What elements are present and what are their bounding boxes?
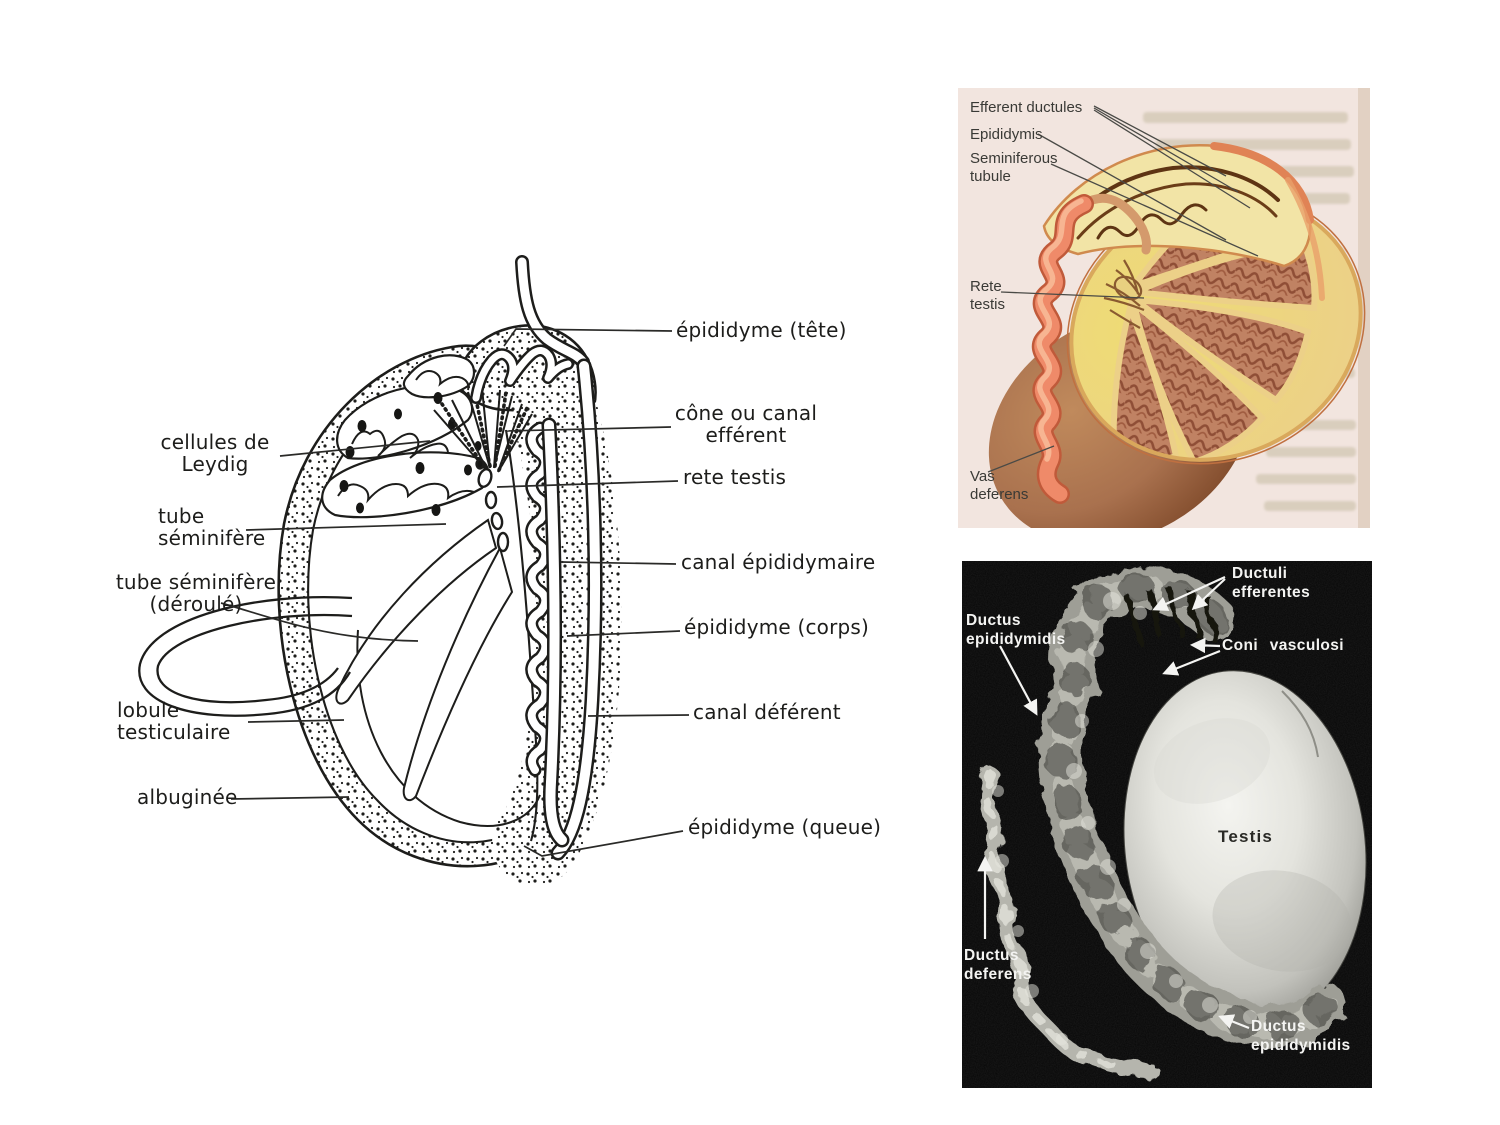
- french-testis-diagram: [138, 255, 690, 886]
- label-lobule-testiculaire: lobule testiculaire: [117, 698, 231, 744]
- epididymis-inner-edge: [504, 429, 539, 842]
- testis-epididymis-photo: [962, 561, 1372, 1088]
- vas-deferens-duct: [515, 255, 603, 861]
- coni-vasculosi-stripes: [1125, 586, 1219, 646]
- label-cone-canal-efferent: cône ou canal efférent: [674, 401, 818, 447]
- photo-testis: [1123, 670, 1367, 1022]
- label-ductus-deferens: Ductus deferens: [964, 947, 1032, 983]
- lobule-outline: [356, 629, 541, 827]
- photo-epididymis-cord: [1038, 565, 1347, 1049]
- label-canal-deferent: canal déférent: [693, 700, 841, 724]
- label-epididymis: Epididymis: [970, 126, 1043, 143]
- testis-colour-illustration: [958, 88, 1370, 528]
- label-coni-vasculosi: Coni vasculosi: [1222, 637, 1344, 654]
- epididymal-canal: [525, 421, 552, 777]
- label-tube-seminifere-deroule: tube séminifère (déroulé): [115, 570, 277, 616]
- uncoiled-tubule-strands: [335, 518, 514, 802]
- leader-lines: [220, 328, 690, 857]
- label-epididyme-corps: épididyme (corps): [684, 615, 870, 639]
- label-seminiferous-tubule: Seminiferous tubule: [970, 150, 1058, 185]
- label-cellules-leydig: cellules de Leydig: [160, 430, 270, 476]
- label-rete-testis-fr: rete testis: [683, 465, 787, 489]
- label-epididyme-tete: épididyme (tête): [676, 318, 847, 342]
- coiled-tubules: [337, 370, 475, 504]
- rete-testis-mesh: [1103, 259, 1145, 329]
- leydig-cells: [339, 392, 482, 516]
- label-rete-testis-en: Rete testis: [970, 278, 1006, 313]
- vas-deferens-coil: [1031, 193, 1151, 504]
- label-efferent-ductules: Efferent ductules: [970, 99, 1083, 116]
- label-ductuli-efferentes: Ductuli efferentes: [1232, 565, 1311, 601]
- photo-arrows: [977, 575, 1250, 1030]
- label-canal-epididymaire: canal épididymaire: [681, 550, 876, 574]
- leader-lines: [987, 105, 1259, 473]
- label-ductus-epididymidis-bottom: Ductus epididymidis: [1251, 1018, 1351, 1054]
- head-duct: [470, 344, 574, 404]
- rete-testis: [475, 458, 510, 553]
- label-ductus-epididymidis-top: Ductus epididymidis: [966, 612, 1066, 648]
- label-tube-seminifere: tube séminifère: [158, 504, 266, 550]
- cord-highlights: [992, 592, 1257, 1045]
- label-albuginee: albuginée: [137, 785, 238, 809]
- label-testis: Testis: [1218, 827, 1274, 846]
- label-vas-deferens: Vas deferens: [970, 468, 1029, 503]
- label-epididyme-queue: épididyme (queue): [688, 815, 882, 839]
